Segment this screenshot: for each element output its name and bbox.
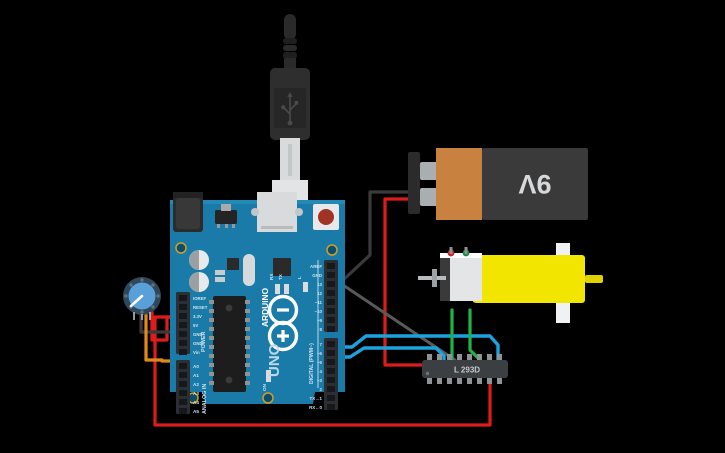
potentiometer[interactable] bbox=[119, 276, 165, 322]
ic-pin1-marker bbox=[425, 371, 430, 376]
battery-clip-terminal bbox=[420, 162, 438, 180]
potentiometer-pointer bbox=[129, 294, 144, 308]
svg-text:~9: ~9 bbox=[317, 318, 323, 323]
arduino-uno-board[interactable]: RX TX L ON ARDUINO UNO IOREF RESET 3.3V bbox=[165, 192, 350, 420]
ic-body bbox=[422, 360, 508, 378]
l-led-label: L bbox=[297, 276, 302, 279]
svg-text:RESET: RESET bbox=[193, 305, 208, 310]
usb-b-port bbox=[257, 192, 297, 232]
svg-text:GND: GND bbox=[312, 273, 322, 278]
mounting-hole bbox=[326, 244, 338, 256]
on-led-label: ON bbox=[262, 383, 267, 391]
digital-bottom-pin-labels: 7 ~6 ~5 4 ~3 2 TX→1 RX←0 bbox=[309, 342, 322, 410]
rx-led-label: RX bbox=[269, 273, 274, 280]
pin5-to-ic-wire[interactable] bbox=[328, 346, 446, 364]
capacitor bbox=[189, 272, 209, 292]
svg-text:TX→1: TX→1 bbox=[310, 396, 323, 401]
svg-text:A1: A1 bbox=[193, 373, 199, 378]
ic-pins-bottom bbox=[427, 376, 502, 384]
svg-text:GND: GND bbox=[193, 341, 203, 346]
svg-text:GND: GND bbox=[193, 332, 203, 337]
svg-text:5V: 5V bbox=[193, 323, 198, 328]
power-pin-labels: IOREF RESET 3.3V 5V GND GND Vin bbox=[193, 296, 208, 355]
svg-text:~3: ~3 bbox=[317, 378, 323, 383]
svg-text:A5: A5 bbox=[193, 409, 199, 414]
battery-9v[interactable]: 9V bbox=[408, 148, 590, 240]
battery-negative-wire[interactable] bbox=[338, 190, 414, 285]
usb-cable-wire bbox=[284, 14, 296, 40]
svg-text:IOREF: IOREF bbox=[193, 296, 207, 301]
smd-chip bbox=[227, 258, 239, 270]
svg-text:4: 4 bbox=[320, 369, 323, 374]
motor-driver-ic[interactable]: L 293D bbox=[418, 352, 514, 390]
mounting-hole bbox=[175, 242, 187, 254]
analog-header-label: ANALOG IN bbox=[202, 384, 208, 414]
status-leds bbox=[275, 282, 308, 294]
usb-cable[interactable] bbox=[262, 14, 318, 234]
arduino-brand-label: ARDUINO bbox=[260, 287, 270, 327]
svg-text:A3: A3 bbox=[193, 391, 199, 396]
tx-led-label: TX bbox=[278, 273, 283, 280]
dc-gearmotor[interactable] bbox=[418, 243, 618, 323]
svg-text:~5: ~5 bbox=[317, 360, 323, 365]
potentiometer-leads bbox=[133, 312, 151, 320]
usb-icon bbox=[281, 92, 299, 126]
capacitor bbox=[189, 250, 209, 270]
ic-label: L 293D bbox=[454, 366, 480, 375]
svg-text:2: 2 bbox=[320, 387, 323, 392]
battery-band bbox=[436, 148, 482, 220]
battery-label: 9V bbox=[518, 169, 551, 199]
svg-text:RX←0: RX←0 bbox=[309, 405, 322, 410]
svg-text:7: 7 bbox=[320, 342, 323, 347]
voltage-regulator bbox=[215, 210, 237, 224]
battery-clip-terminal bbox=[420, 188, 438, 206]
motor-gearbox bbox=[473, 255, 585, 303]
svg-text:A4: A4 bbox=[193, 400, 199, 405]
digital-header-label: DIGITAL (PWM~) bbox=[309, 343, 315, 384]
smd-resistor bbox=[215, 270, 225, 275]
ic-pins-top bbox=[427, 354, 502, 362]
svg-text:8: 8 bbox=[320, 327, 323, 332]
svg-text:~11: ~11 bbox=[315, 300, 323, 305]
svg-text:3.3V: 3.3V bbox=[193, 314, 202, 319]
microcontroller-chip bbox=[213, 296, 246, 392]
analog-pin-labels: A0 A1 A2 A3 A4 A5 bbox=[193, 364, 199, 414]
svg-text:12: 12 bbox=[317, 291, 322, 296]
svg-text:A2: A2 bbox=[193, 382, 199, 387]
pin6-to-ic-wire[interactable] bbox=[328, 334, 500, 364]
battery-positive-wire[interactable] bbox=[383, 197, 427, 367]
svg-text:A0: A0 bbox=[193, 364, 199, 369]
svg-text:13: 13 bbox=[317, 282, 322, 287]
battery-clip bbox=[408, 152, 420, 214]
smd-chip bbox=[273, 258, 291, 276]
arduino-model-label: UNO bbox=[266, 343, 283, 377]
svg-text:~10: ~10 bbox=[315, 309, 323, 314]
svg-text:~6: ~6 bbox=[317, 351, 323, 356]
motor-output-shaft bbox=[585, 275, 603, 283]
smd-resistor bbox=[215, 277, 225, 282]
arduino-logo bbox=[267, 294, 299, 352]
mounting-hole bbox=[262, 392, 274, 404]
power-header-label: POWER bbox=[201, 332, 207, 352]
crystal-oscillator bbox=[243, 254, 255, 286]
digital-top-pin-labels: AREF GND 13 12 ~11 ~10 ~9 8 bbox=[310, 264, 323, 332]
battery-body bbox=[482, 148, 588, 220]
on-led bbox=[266, 370, 271, 382]
svg-text:AREF: AREF bbox=[310, 264, 322, 269]
svg-text:Vin: Vin bbox=[193, 350, 200, 355]
